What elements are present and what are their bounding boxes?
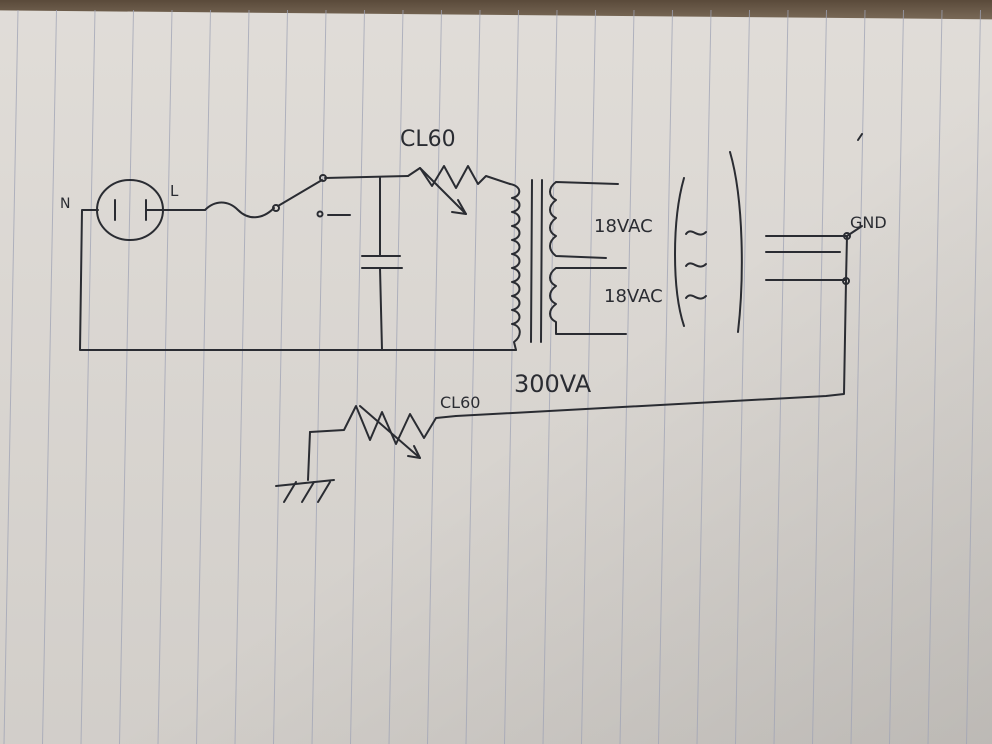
ruled-line <box>42 9 57 744</box>
ruled-line <box>234 9 250 744</box>
transformer-primary-coil <box>509 183 521 351</box>
transformer-core-right <box>540 179 543 343</box>
transformer-rating-label: 300VA <box>514 370 592 398</box>
fuse-symbol <box>204 201 275 219</box>
ruled-line <box>119 9 134 744</box>
secondary-1-label: 18VAC <box>594 216 653 237</box>
rectifier-bracket-left <box>674 177 685 327</box>
ruled-line <box>889 9 904 744</box>
ruled-line <box>773 9 789 744</box>
gnd-rail <box>455 235 848 417</box>
power-switch-symbol <box>272 174 351 218</box>
rectifier-tilde-2 <box>685 262 707 268</box>
ruled-line <box>581 9 596 744</box>
ruled-line <box>966 9 981 744</box>
ruled-line <box>157 9 173 744</box>
ruled-lines <box>3 9 981 744</box>
ruled-line <box>273 9 288 744</box>
ntc-bottom-label: CL60 <box>440 393 480 412</box>
top-bus-wire <box>324 175 409 179</box>
ntc-thermistor-top <box>407 165 511 215</box>
rectifier-bracket-right <box>729 151 743 333</box>
gnd-label: GND <box>850 213 887 232</box>
neutral-wire <box>79 209 517 351</box>
secondary-coil-1 <box>549 181 619 259</box>
neutral-label: N <box>60 196 70 212</box>
ruled-line <box>350 9 365 744</box>
secondary-coil-2 <box>549 267 627 335</box>
ruled-line <box>696 9 712 744</box>
live-label: L <box>170 182 179 200</box>
ruled-line <box>80 9 96 744</box>
ruled-line <box>812 9 827 744</box>
ruled-line <box>504 9 519 744</box>
ruled-line <box>619 9 635 744</box>
ntc-thermistor-bottom <box>309 405 457 459</box>
ruled-line <box>850 9 866 744</box>
rectifier-tilde-1 <box>685 230 707 236</box>
ruled-line <box>658 9 673 744</box>
gnd-lead-up <box>846 133 863 237</box>
rectifier-tilde-3 <box>685 294 707 300</box>
ruled-line <box>196 9 211 744</box>
earth-ground-symbol <box>275 431 335 503</box>
ruled-line <box>465 9 481 744</box>
ruled-line <box>311 9 327 744</box>
ruled-line <box>735 9 750 744</box>
ruled-line <box>542 9 558 744</box>
ruled-line <box>927 9 943 744</box>
transformer-core-left <box>530 179 533 343</box>
secondary-2-label: 18VAC <box>604 286 663 307</box>
ruled-line <box>3 9 19 744</box>
ntc-top-label: CL60 <box>400 127 456 152</box>
ruled-line <box>388 9 404 744</box>
x-capacitor-symbol <box>361 177 403 351</box>
ruled-line <box>427 9 442 744</box>
